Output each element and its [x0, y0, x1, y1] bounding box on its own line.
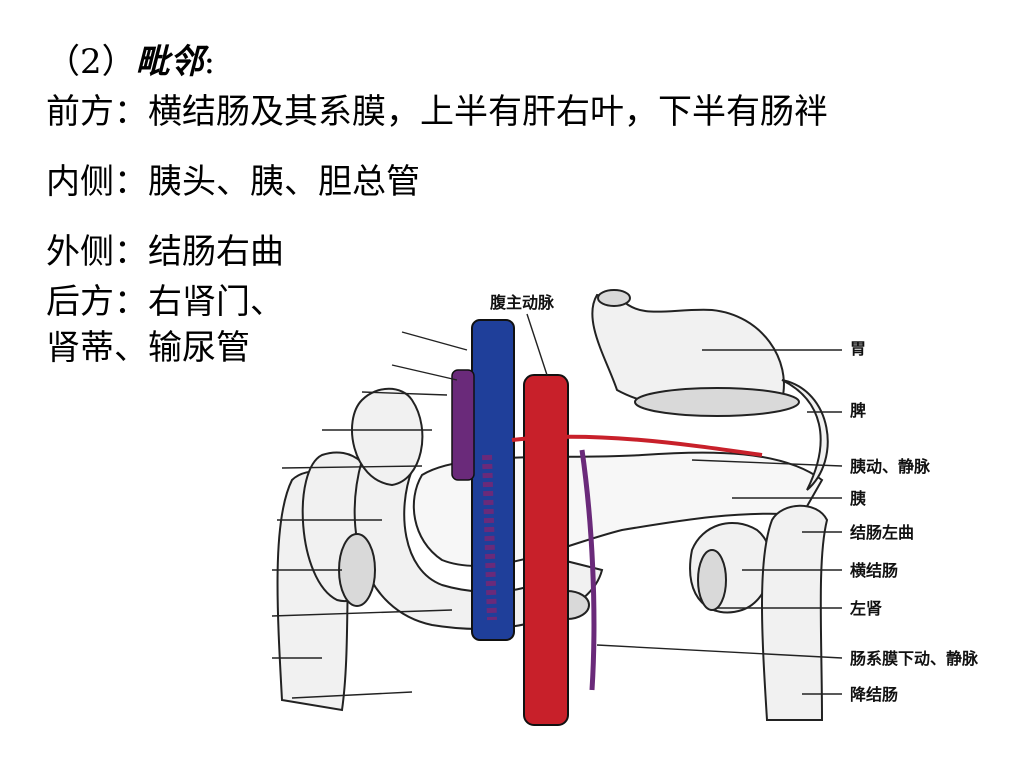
- label-left-kidney: 左肾: [849, 599, 882, 618]
- esophagus-opening: [597, 289, 631, 307]
- leader-left-8: [271, 609, 453, 617]
- renal-vessel-stripe: [482, 454, 497, 621]
- left-kidney-hilum: [697, 549, 727, 611]
- leader-left-2: [391, 364, 458, 381]
- leader-left-1: [401, 331, 468, 351]
- stomach-cut-surface: [634, 387, 800, 417]
- text-back-1: 后方：右肾门、: [46, 282, 284, 322]
- heading-emphasis: 毗邻: [135, 42, 204, 82]
- leader-aorta: [526, 313, 548, 376]
- leader-left-3: [361, 391, 448, 396]
- label-descending-colon: 降结肠: [850, 685, 898, 704]
- label-mesenteric-vessels: 肠系膜下动、静脉: [850, 649, 979, 668]
- text-back-2: 肾蒂、输尿管: [46, 328, 250, 368]
- aorta: [523, 374, 569, 726]
- leader-mesenteric-vessels: [596, 644, 843, 659]
- right-colon-upper: [351, 387, 424, 487]
- anatomy-illustration: 腹主动脉 胃 脾 胰动、静脉 胰 结肠左曲 横结肠 左肾 肠系膜下动、静脉 降结…: [271, 289, 979, 726]
- spleen-shape: [781, 379, 829, 491]
- text-front: 前方：横结肠及其系膜，上半有肝右叶，下半有肠袢: [46, 92, 828, 132]
- leader-left-10: [291, 691, 413, 699]
- label-aorta: 腹主动脉: [490, 293, 555, 312]
- heading-suffix: :: [203, 42, 216, 82]
- duodenum-opening: [338, 533, 376, 607]
- mesenteric-vein: [579, 449, 597, 691]
- left-renal-vein: [451, 369, 475, 481]
- heading-prefix: （2）: [46, 42, 136, 82]
- label-splenic-vessels: 胰动、静脉: [850, 457, 931, 476]
- descending-colon-shape: [761, 504, 829, 721]
- leader-splenic-vessels: [691, 459, 843, 467]
- label-spleen: 脾: [850, 401, 866, 420]
- label-pancreas: 胰: [850, 489, 866, 508]
- label-transverse-colon: 横结肠: [850, 561, 898, 580]
- text-lateral: 外侧：结肠右曲: [46, 232, 284, 272]
- slide-heading: （2）毗邻:: [46, 42, 215, 82]
- vena-cava: [471, 319, 515, 641]
- splenic-artery: [511, 434, 763, 457]
- label-stomach: 胃: [850, 339, 866, 358]
- leader-left-5: [281, 465, 423, 469]
- label-left-flexure: 结肠左曲: [849, 523, 914, 542]
- text-medial: 内侧：胰头、胰、胆总管: [46, 162, 420, 202]
